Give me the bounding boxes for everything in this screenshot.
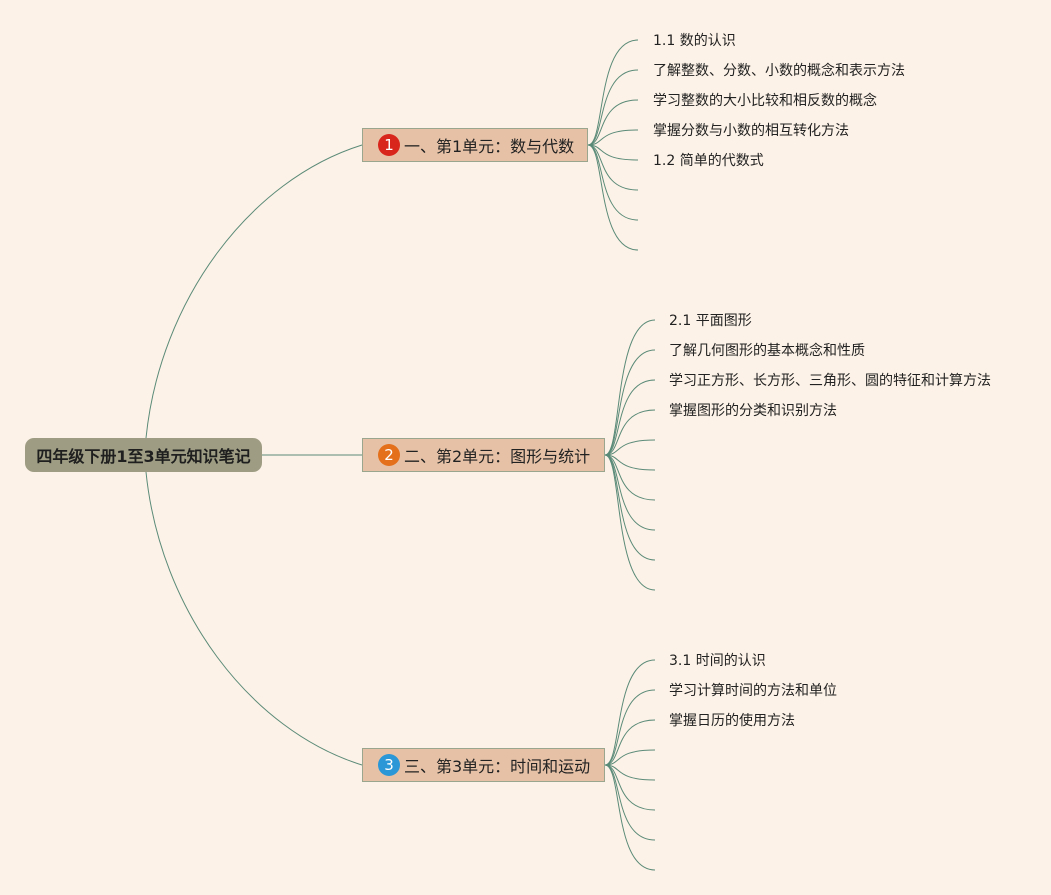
- unit-node-3[interactable]: 3 三、第3单元：时间和运动: [362, 748, 605, 782]
- connector-line: [604, 349, 656, 456]
- unit-title: 一、第1单元：数与代数: [404, 137, 575, 156]
- unit-title: 二、第2单元：图形与统计: [404, 447, 591, 466]
- leaf-item[interactable]: 1.2 简单的代数式: [653, 153, 764, 169]
- leaf-item[interactable]: 掌握分数与小数的相互转化方法: [653, 123, 849, 139]
- connector-line: [587, 39, 639, 146]
- connector-line: [587, 144, 639, 161]
- connector-line: [587, 69, 639, 146]
- badge-1-icon: 1: [378, 134, 400, 156]
- connector-line: [587, 99, 639, 146]
- leaf-item[interactable]: 学习计算时间的方法和单位: [669, 683, 837, 699]
- connector-line: [587, 129, 639, 146]
- connector-line: [604, 764, 656, 781]
- leaf-item[interactable]: 学习整数的大小比较和相反数的概念: [653, 93, 877, 109]
- connector-line: [604, 379, 656, 456]
- connector-line: [604, 454, 656, 471]
- unit-node-1[interactable]: 1 一、第1单元：数与代数: [362, 128, 588, 162]
- connector-line: [604, 454, 656, 591]
- badge-2-icon: 2: [378, 444, 400, 466]
- leaf-item[interactable]: 1.1 数的认识: [653, 33, 736, 49]
- connector-line: [587, 144, 639, 251]
- connector-line: [145, 471, 363, 766]
- connector-line: [604, 409, 656, 456]
- connector-line: [604, 454, 656, 561]
- root-title: 四年级下册1至3单元知识笔记: [36, 447, 251, 466]
- leaf-item[interactable]: 学习正方形、长方形、三角形、圆的特征和计算方法: [669, 373, 991, 389]
- unit-node-2[interactable]: 2 二、第2单元：图形与统计: [362, 438, 605, 472]
- leaf-item[interactable]: 3.1 时间的认识: [669, 653, 766, 669]
- leaf-item[interactable]: 了解整数、分数、小数的概念和表示方法: [653, 63, 905, 79]
- leaf-item[interactable]: 2.1 平面图形: [669, 313, 752, 329]
- unit-title: 三、第3单元：时间和运动: [404, 757, 591, 776]
- leaf-item[interactable]: 掌握日历的使用方法: [669, 713, 795, 729]
- leaf-item[interactable]: 掌握图形的分类和识别方法: [669, 403, 837, 419]
- connector-line: [604, 454, 656, 501]
- leaf-item[interactable]: 了解几何图形的基本概念和性质: [669, 343, 865, 359]
- badge-3-icon: 3: [378, 754, 400, 776]
- connector-line: [604, 659, 656, 766]
- root-node[interactable]: 四年级下册1至3单元知识笔记: [25, 438, 262, 472]
- connector-line: [604, 689, 656, 766]
- connector-line: [604, 749, 656, 766]
- connector-line: [604, 719, 656, 766]
- connector-line: [587, 144, 639, 191]
- connector-line: [604, 764, 656, 811]
- connector-line: [604, 439, 656, 456]
- connector-line: [604, 319, 656, 456]
- connector-line: [145, 144, 363, 439]
- connector-line: [604, 764, 656, 871]
